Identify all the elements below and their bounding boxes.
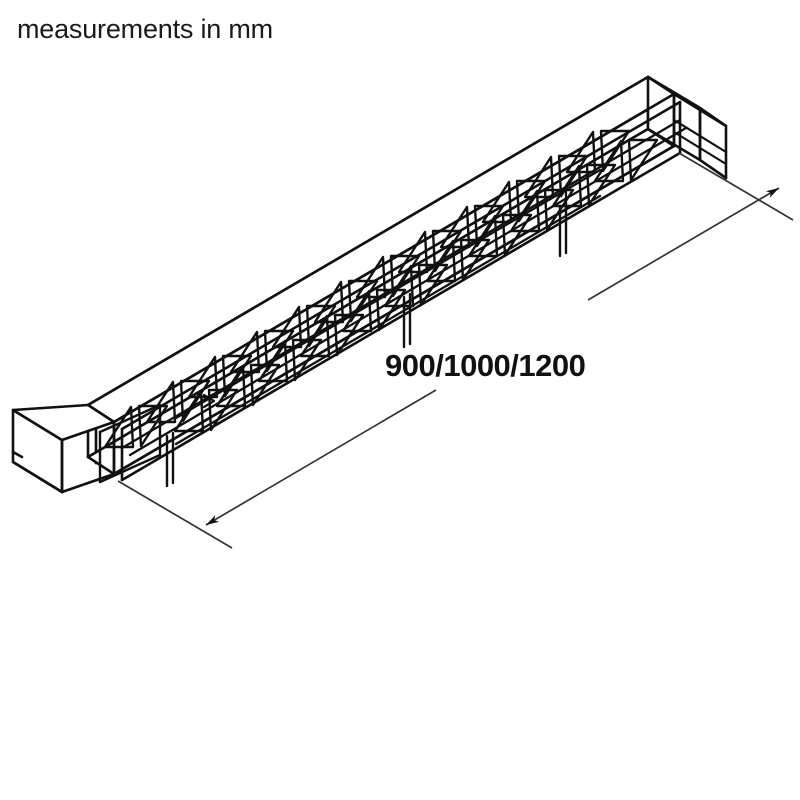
near-rail-posts xyxy=(165,201,568,488)
detail-notches xyxy=(202,188,568,409)
extension-line-right xyxy=(678,152,794,221)
truss-beam xyxy=(11,75,728,494)
inner-channel xyxy=(120,118,688,457)
length-dimension xyxy=(117,152,794,549)
far-rail-web-openings xyxy=(103,129,631,449)
length-dimension-label: 900/1000/1200 xyxy=(385,348,586,383)
dimension-line-left-segment xyxy=(205,389,437,526)
near-side-rail xyxy=(112,92,682,488)
dimension-line-right-segment xyxy=(587,187,780,301)
measurements-note: measurements in mm xyxy=(17,14,273,44)
extension-line-left xyxy=(117,480,233,549)
